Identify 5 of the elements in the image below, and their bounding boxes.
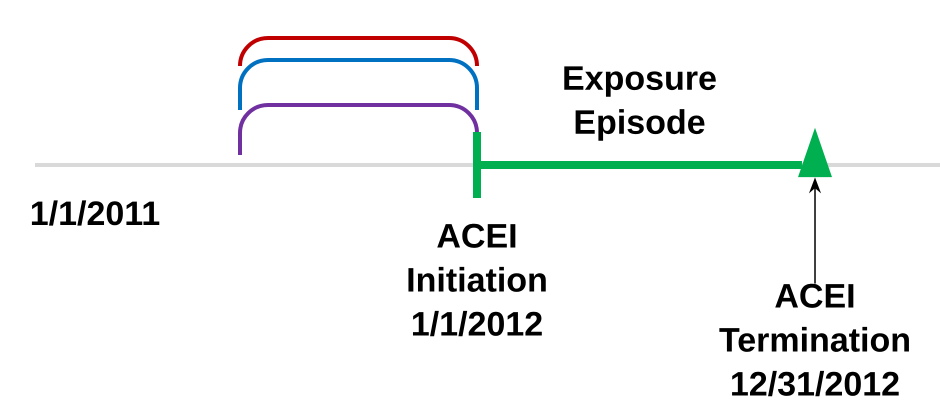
end-marker	[798, 128, 832, 178]
date-label: 1/1/2011	[32, 200, 160, 226]
edge-label: Exposure Episode	[542, 64, 736, 143]
event-label: ACEI Termination 12/31/2012	[719, 284, 909, 396]
event-label: ACEI Initiation 1/1/2012	[408, 224, 546, 336]
